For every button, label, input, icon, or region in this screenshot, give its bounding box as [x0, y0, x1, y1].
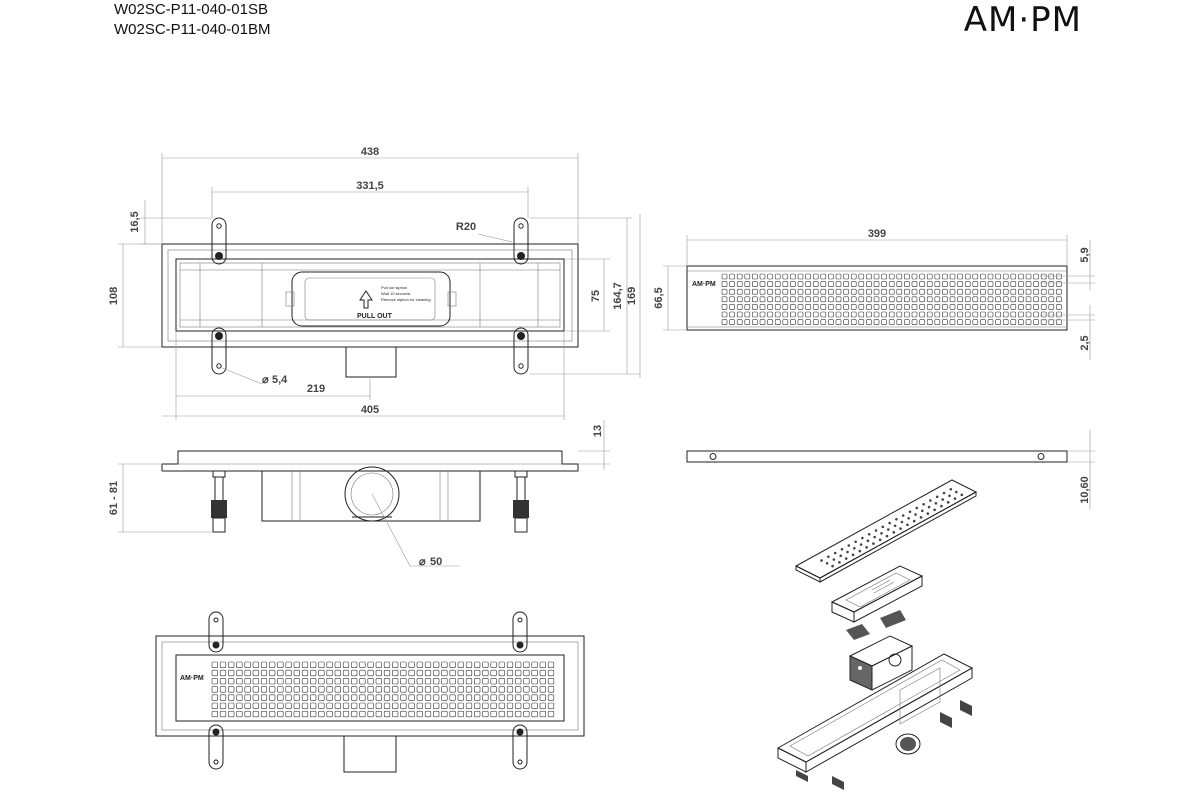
- model-code-2: W02SC-P11-040-01BM: [114, 21, 271, 38]
- dim-flange-height: 16,5: [129, 211, 141, 232]
- outlet-circle: [344, 466, 400, 522]
- dim-top-edge: 5,9: [1079, 247, 1091, 262]
- dim-body-length: 405: [361, 404, 379, 416]
- dim-inner-width: 75: [590, 290, 602, 302]
- dim-body-width: 108: [108, 287, 120, 305]
- siphon-insert: [291, 271, 451, 327]
- grate-side-view: 10,60: [686, 430, 1095, 510]
- mounting-leg: [208, 724, 224, 770]
- dim-total-length: 438: [361, 146, 379, 158]
- grate-perforation: [721, 273, 1062, 325]
- insert-text-2: Wait 10 seconds: [381, 291, 410, 296]
- grate-side-screw: [709, 453, 717, 460]
- dim-frame-height: 13: [592, 425, 604, 437]
- exploded-outlet: [895, 733, 921, 755]
- assembled-perforation: [211, 661, 555, 718]
- top-view-inner-frame: [167, 249, 573, 342]
- side-view-flange: [161, 450, 579, 472]
- insert-text-1: Pull out siphon: [381, 285, 407, 290]
- outlet-pipe: [345, 346, 397, 378]
- pull-out-label: PULL OUT: [357, 313, 393, 320]
- assembled-view: AM·PM: [155, 611, 585, 773]
- pull-out-arrow-icon: [359, 290, 373, 309]
- exploded-channel-body: [776, 653, 974, 790]
- model-code-1: W02SC-P11-040-01SB: [114, 1, 268, 18]
- dim-bottom-edge: 2,5: [1079, 335, 1091, 350]
- assembled-grate: [175, 654, 565, 722]
- mounting-leg: [211, 327, 227, 375]
- adjustable-leg: [211, 470, 227, 533]
- dim-grate-thickness: 10,60: [1079, 476, 1091, 504]
- dim-outlet-offset: 219: [307, 383, 325, 395]
- dim-outlet-diameter: 50: [430, 556, 442, 568]
- assembled-grate-brand: AM·PM: [180, 675, 204, 682]
- dim-outlet-diameter-symbol: ⌀: [419, 556, 426, 568]
- dim-total-width: 169: [626, 287, 638, 305]
- mounting-leg: [211, 217, 227, 265]
- dim-bolt-spacing: 331,5: [356, 180, 384, 192]
- assembled-outlet: [343, 735, 397, 773]
- dim-grate-width: 66,5: [653, 287, 665, 308]
- grate-side-profile: [686, 450, 1068, 463]
- grate-brand: AM·PM: [692, 281, 716, 288]
- brand-logo: AM·PM: [963, 0, 1082, 40]
- mounting-leg: [513, 327, 529, 375]
- side-view: 13 61 - 81 ⌀ 50: [108, 420, 610, 568]
- dim-width-164: 164,7: [612, 282, 624, 310]
- top-view: Pull out siphon Wait 10 seconds Remove s…: [108, 146, 641, 420]
- dim-radius: R20: [456, 221, 476, 233]
- adjustable-leg: [513, 470, 529, 533]
- mounting-leg: [512, 611, 528, 653]
- insert-text-3: Remove siphon for cleaning: [381, 297, 431, 302]
- dim-hole-diameter-symbol: ⌀: [262, 374, 269, 386]
- side-view-body: [261, 471, 481, 522]
- exploded-grate: [794, 479, 978, 583]
- dim-grate-length: 399: [868, 228, 886, 240]
- exploded-siphon-cover: [830, 565, 924, 623]
- exploded-siphon-cup: [848, 635, 914, 691]
- seal-piece: [880, 610, 906, 628]
- mounting-leg: [512, 724, 528, 770]
- grate-view: AM·PM 399 66,5 5,9 2,5: [653, 228, 1095, 360]
- dim-hole-diameter: 5,4: [272, 374, 288, 386]
- grate-side-screw: [1037, 453, 1045, 460]
- mounting-leg: [208, 611, 224, 653]
- dim-leg-range: 61 - 81: [108, 481, 120, 515]
- grate-outline: [686, 265, 1068, 331]
- exploded-view: [776, 479, 978, 790]
- mounting-leg: [513, 217, 529, 265]
- seal-piece: [846, 624, 870, 640]
- top-view-channel: [175, 258, 565, 332]
